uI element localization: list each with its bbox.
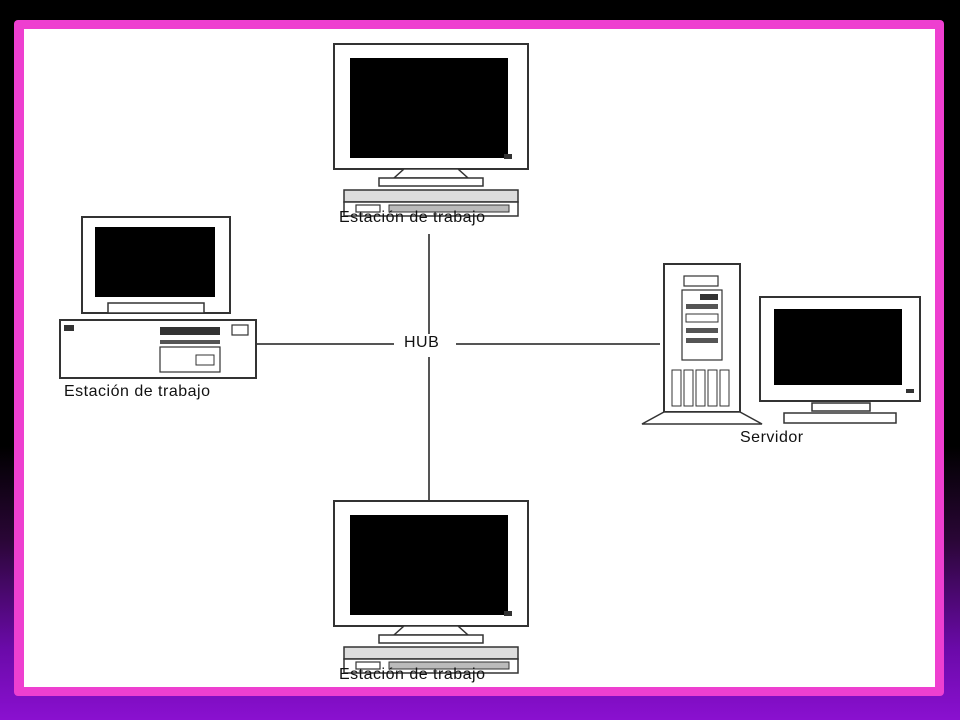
server-monitor-icon: [759, 296, 921, 424]
desktop-pc-icon: [59, 216, 257, 379]
node-label-bottom: Estación de trabajo: [339, 666, 486, 683]
monitor-keyboard-icon: [333, 43, 529, 217]
hub-label: HUB: [402, 334, 442, 352]
node-label-right: Servidor: [740, 429, 804, 446]
node-label-top: Estación de trabajo: [339, 209, 486, 226]
server-tower-icon: [641, 263, 763, 425]
diagram-panel: Estación de trabajo Estación de trabajo …: [24, 29, 935, 687]
monitor-keyboard-icon: [333, 500, 529, 674]
node-label-left: Estación de trabajo: [64, 383, 211, 400]
star-topology-diagram: [59, 43, 921, 674]
